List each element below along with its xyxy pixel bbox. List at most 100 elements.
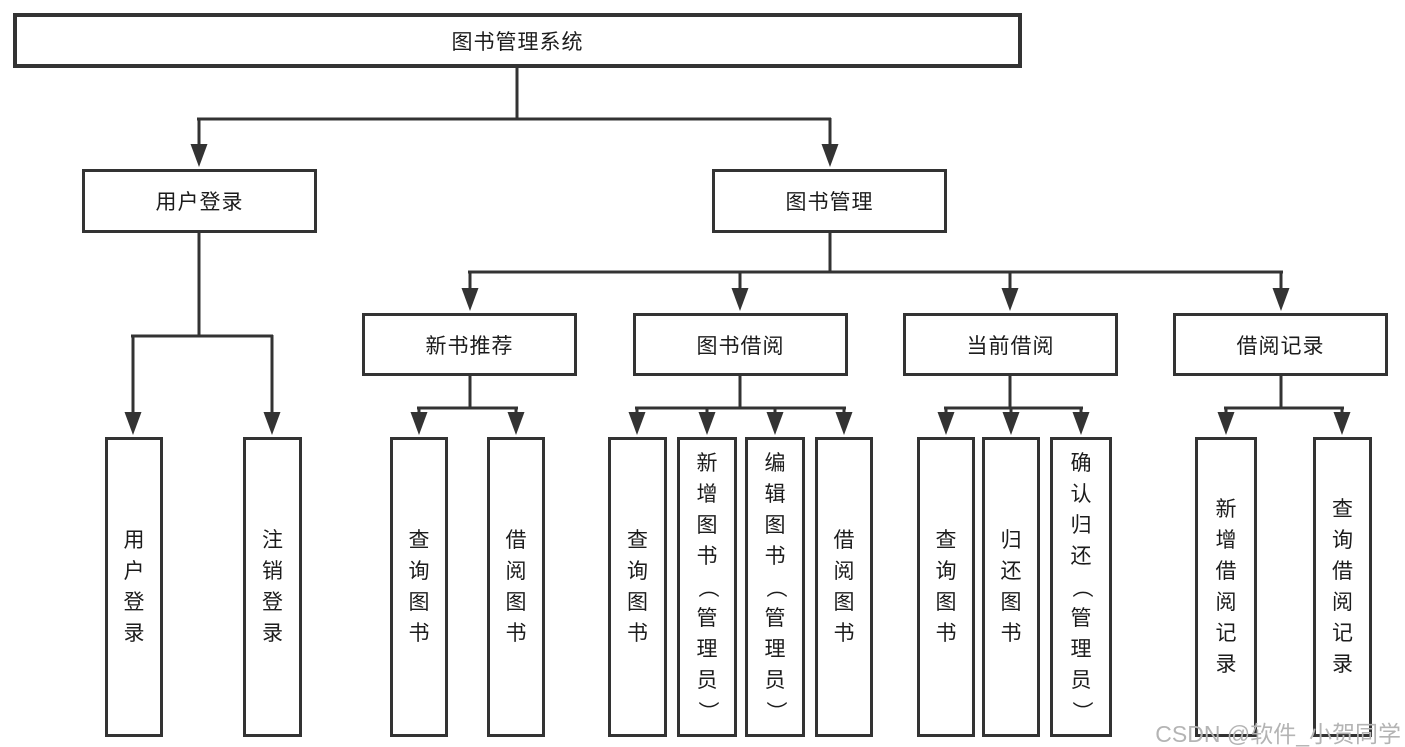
connector-root-to-level2: [190, 67, 839, 167]
vertical-char: （: [763, 576, 787, 598]
node-current-borrow: 当前借阅: [903, 313, 1118, 376]
vertical-char: 用: [123, 529, 145, 552]
vertical-char: 书: [505, 622, 527, 645]
vertical-char: 录: [1215, 653, 1237, 676]
leaf-add-borrow-record: 新增借阅记录: [1195, 437, 1257, 737]
leaf-borrow-books-recommend: 借阅图书: [487, 437, 545, 737]
vertical-char: 理: [1070, 637, 1092, 661]
vertical-char: 阅: [1215, 591, 1237, 614]
vertical-char: 编: [764, 451, 786, 475]
node-book-management: 图书管理: [712, 169, 947, 233]
leaf-query-books-current: 查询图书: [917, 437, 975, 737]
leaf-edit-book-admin: 编辑图书 （ 管理员 ）: [745, 437, 805, 737]
leaf-return-book: 归还图书: [982, 437, 1040, 737]
leaf-logout: 注销登录: [243, 437, 302, 737]
vertical-char: 书: [1000, 622, 1022, 645]
vertical-char: 图: [764, 513, 786, 537]
vertical-char: 查: [1332, 498, 1353, 521]
connector-borrow-to-leaves: [628, 375, 853, 435]
vertical-char: 询: [935, 560, 957, 583]
node-book-borrow: 图书借阅: [633, 313, 848, 376]
vertical-char: 归: [1070, 513, 1092, 537]
vertical-char: ）: [695, 700, 719, 722]
vertical-char: 书: [696, 544, 718, 568]
vertical-char: 员: [1070, 668, 1092, 692]
vertical-char: 借: [833, 529, 855, 552]
node-label: 图书管理: [785, 191, 874, 214]
node-label: 当前借阅: [966, 334, 1055, 358]
vertical-char: 书: [627, 622, 648, 645]
vertical-char: 图: [696, 513, 718, 537]
vertical-char: 管: [764, 606, 786, 630]
vertical-char: 借: [505, 529, 527, 552]
vertical-char: 登: [123, 591, 145, 614]
vertical-char: 图: [833, 591, 855, 614]
vertical-char: 还: [1000, 560, 1022, 583]
vertical-char: 增: [1215, 529, 1237, 552]
connector-records-to-leaves: [1217, 375, 1351, 435]
leaf-confirm-return-admin: 确认归还 （ 管理员 ）: [1050, 437, 1112, 737]
vertical-char: 理: [764, 637, 786, 661]
node-label: 新书推荐: [425, 334, 514, 358]
vertical-char: 查: [627, 529, 648, 552]
leaf-query-books-borrow: 查询图书: [608, 437, 667, 737]
vertical-char: 员: [696, 668, 718, 692]
node-book-management-system: 图书管理系统: [13, 13, 1022, 68]
vertical-char: 图: [935, 591, 957, 614]
leaf-query-borrow-record: 查询借阅记录: [1313, 437, 1372, 737]
vertical-char: 认: [1070, 482, 1092, 506]
vertical-char: 图: [408, 591, 430, 614]
node-label: 图书借阅: [696, 334, 785, 358]
vertical-char: 阅: [505, 560, 527, 583]
vertical-char: 记: [1332, 622, 1353, 645]
vertical-char: 销: [262, 560, 283, 583]
vertical-char: 借: [1332, 560, 1353, 583]
connector-book-management-to-level3: [461, 232, 1290, 311]
leaf-add-book-admin: 新增图书（管理员）: [677, 437, 737, 737]
connector-recommend-to-leaves: [410, 375, 525, 435]
vertical-char: 确: [1070, 451, 1092, 475]
vertical-char: 查: [935, 529, 957, 552]
vertical-char: 登: [262, 591, 283, 614]
vertical-char: 录: [1332, 653, 1353, 676]
vertical-char: 询: [1332, 529, 1353, 552]
node-label: 图书管理系统: [451, 30, 584, 54]
vertical-char: 阅: [833, 560, 855, 583]
vertical-char: 图: [1000, 591, 1022, 614]
vertical-char: 阅: [1332, 591, 1353, 614]
vertical-char: ）: [763, 700, 787, 722]
vertical-char: 书: [833, 622, 855, 645]
vertical-char: 管: [696, 606, 718, 630]
vertical-char: 书: [935, 622, 957, 645]
vertical-char: 录: [262, 622, 283, 645]
node-label: 用户登录: [155, 191, 244, 214]
vertical-char: 询: [627, 560, 648, 583]
vertical-char: 员: [764, 668, 786, 692]
vertical-char: 询: [408, 560, 430, 583]
node-new-book-recommend: 新书推荐: [362, 313, 577, 376]
vertical-char: 书: [764, 544, 786, 568]
leaf-query-books-recommend: 查询图书: [390, 437, 448, 737]
connector-current-to-leaves: [937, 375, 1090, 435]
vertical-char: ）: [1069, 700, 1093, 722]
leaf-user-login: 用户登录: [105, 437, 163, 737]
node-borrow-records: 借阅记录: [1173, 313, 1388, 376]
vertical-char: 记: [1215, 622, 1237, 645]
connector-user-login-to-leaves: [124, 232, 281, 435]
vertical-char: 查: [408, 529, 430, 552]
vertical-char: 新: [1215, 498, 1237, 521]
node-label: 借阅记录: [1236, 334, 1325, 358]
vertical-char: 增: [696, 482, 718, 506]
vertical-char: 书: [408, 622, 430, 645]
vertical-char: （: [695, 576, 719, 598]
vertical-char: 管: [1070, 606, 1092, 630]
vertical-char: 新: [696, 451, 718, 475]
csdn-watermark: CSDN @软件_小贺同学: [1155, 721, 1401, 747]
vertical-char: （: [1069, 576, 1093, 598]
vertical-char: 还: [1070, 544, 1092, 568]
vertical-char: 录: [123, 622, 145, 645]
vertical-char: 户: [123, 560, 145, 583]
vertical-char: 辑: [764, 482, 786, 506]
